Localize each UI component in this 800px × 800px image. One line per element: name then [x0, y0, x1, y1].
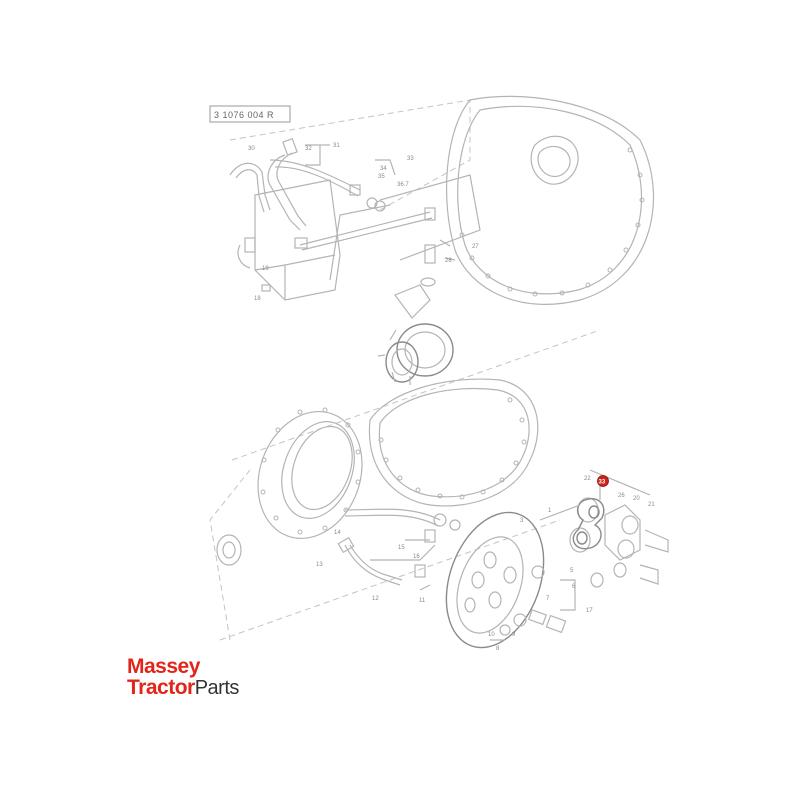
upper-bolt-holes — [459, 147, 645, 297]
part-label-22: 22 — [584, 476, 591, 482]
part-label-26: 26 — [618, 493, 625, 499]
part-label-20: 20 — [633, 496, 640, 502]
reference-code: 3 1076 004 R — [214, 110, 274, 120]
part-label-17: 17 — [586, 608, 593, 614]
center-gear-assembly — [377, 244, 454, 385]
part-label-5: 5 — [570, 568, 574, 574]
part-label-11: 11 — [419, 598, 426, 604]
part-label-21: 21 — [648, 502, 655, 508]
highlighted-part-badge[interactable]: 33 — [597, 475, 609, 487]
part-label-7: 7 — [546, 596, 550, 602]
pump-body — [254, 179, 341, 301]
part-label-10: 10 — [488, 632, 495, 638]
part-label-8: 8 — [496, 646, 500, 652]
highlighted-part-number: 33 — [599, 480, 606, 486]
part-label-18: 18 — [254, 296, 261, 302]
hub-disc — [445, 511, 567, 649]
part-label-15: 15 — [398, 545, 405, 551]
lower-bolt-holes — [378, 397, 527, 500]
lower-pipework — [337, 508, 461, 586]
part-label-19: 19 — [262, 266, 269, 272]
part-label-36: 36.7 — [397, 182, 409, 188]
part-label-31: 31 — [333, 143, 340, 149]
reference-code-box: 3 1076 004 R — [209, 105, 291, 123]
part-label-13: 13 — [316, 562, 323, 568]
part-label-3: 3 — [520, 518, 524, 524]
part-label-28: 28 — [445, 258, 452, 264]
part-label-33: 33 — [407, 156, 414, 162]
rear-housing-upper — [445, 95, 654, 305]
part-label-35: 35 — [378, 174, 385, 180]
flange-ring — [216, 407, 363, 566]
brand-line-1: Massey — [127, 655, 200, 678]
upper-pipework — [229, 137, 436, 269]
part-label-30: 30 — [248, 146, 255, 152]
part-label-6: 6 — [572, 584, 576, 590]
part-label-12: 12 — [372, 596, 379, 602]
part-label-16: 16 — [413, 554, 420, 560]
part-label-34: 34 — [380, 166, 387, 172]
part-label-14: 14 — [334, 530, 341, 536]
bolt-assembly — [539, 469, 669, 588]
brand-line-2b: Parts — [194, 677, 240, 699]
brand-line-2a: Tractor — [127, 676, 195, 699]
brand-logo: Massey TractorParts — [127, 656, 239, 698]
part-label-32: 32 — [305, 146, 312, 152]
leader-lines — [305, 144, 601, 641]
part-labels: 31 32 30 33 34 35 36.7 27 28 19 18 14 15… — [248, 143, 655, 652]
part-label-9: 9 — [512, 632, 516, 638]
rear-housing-lower — [368, 378, 539, 507]
transmission-housing-outline — [209, 99, 601, 641]
part-label-27: 27 — [472, 244, 479, 250]
part-label-1: 1 — [548, 508, 552, 514]
